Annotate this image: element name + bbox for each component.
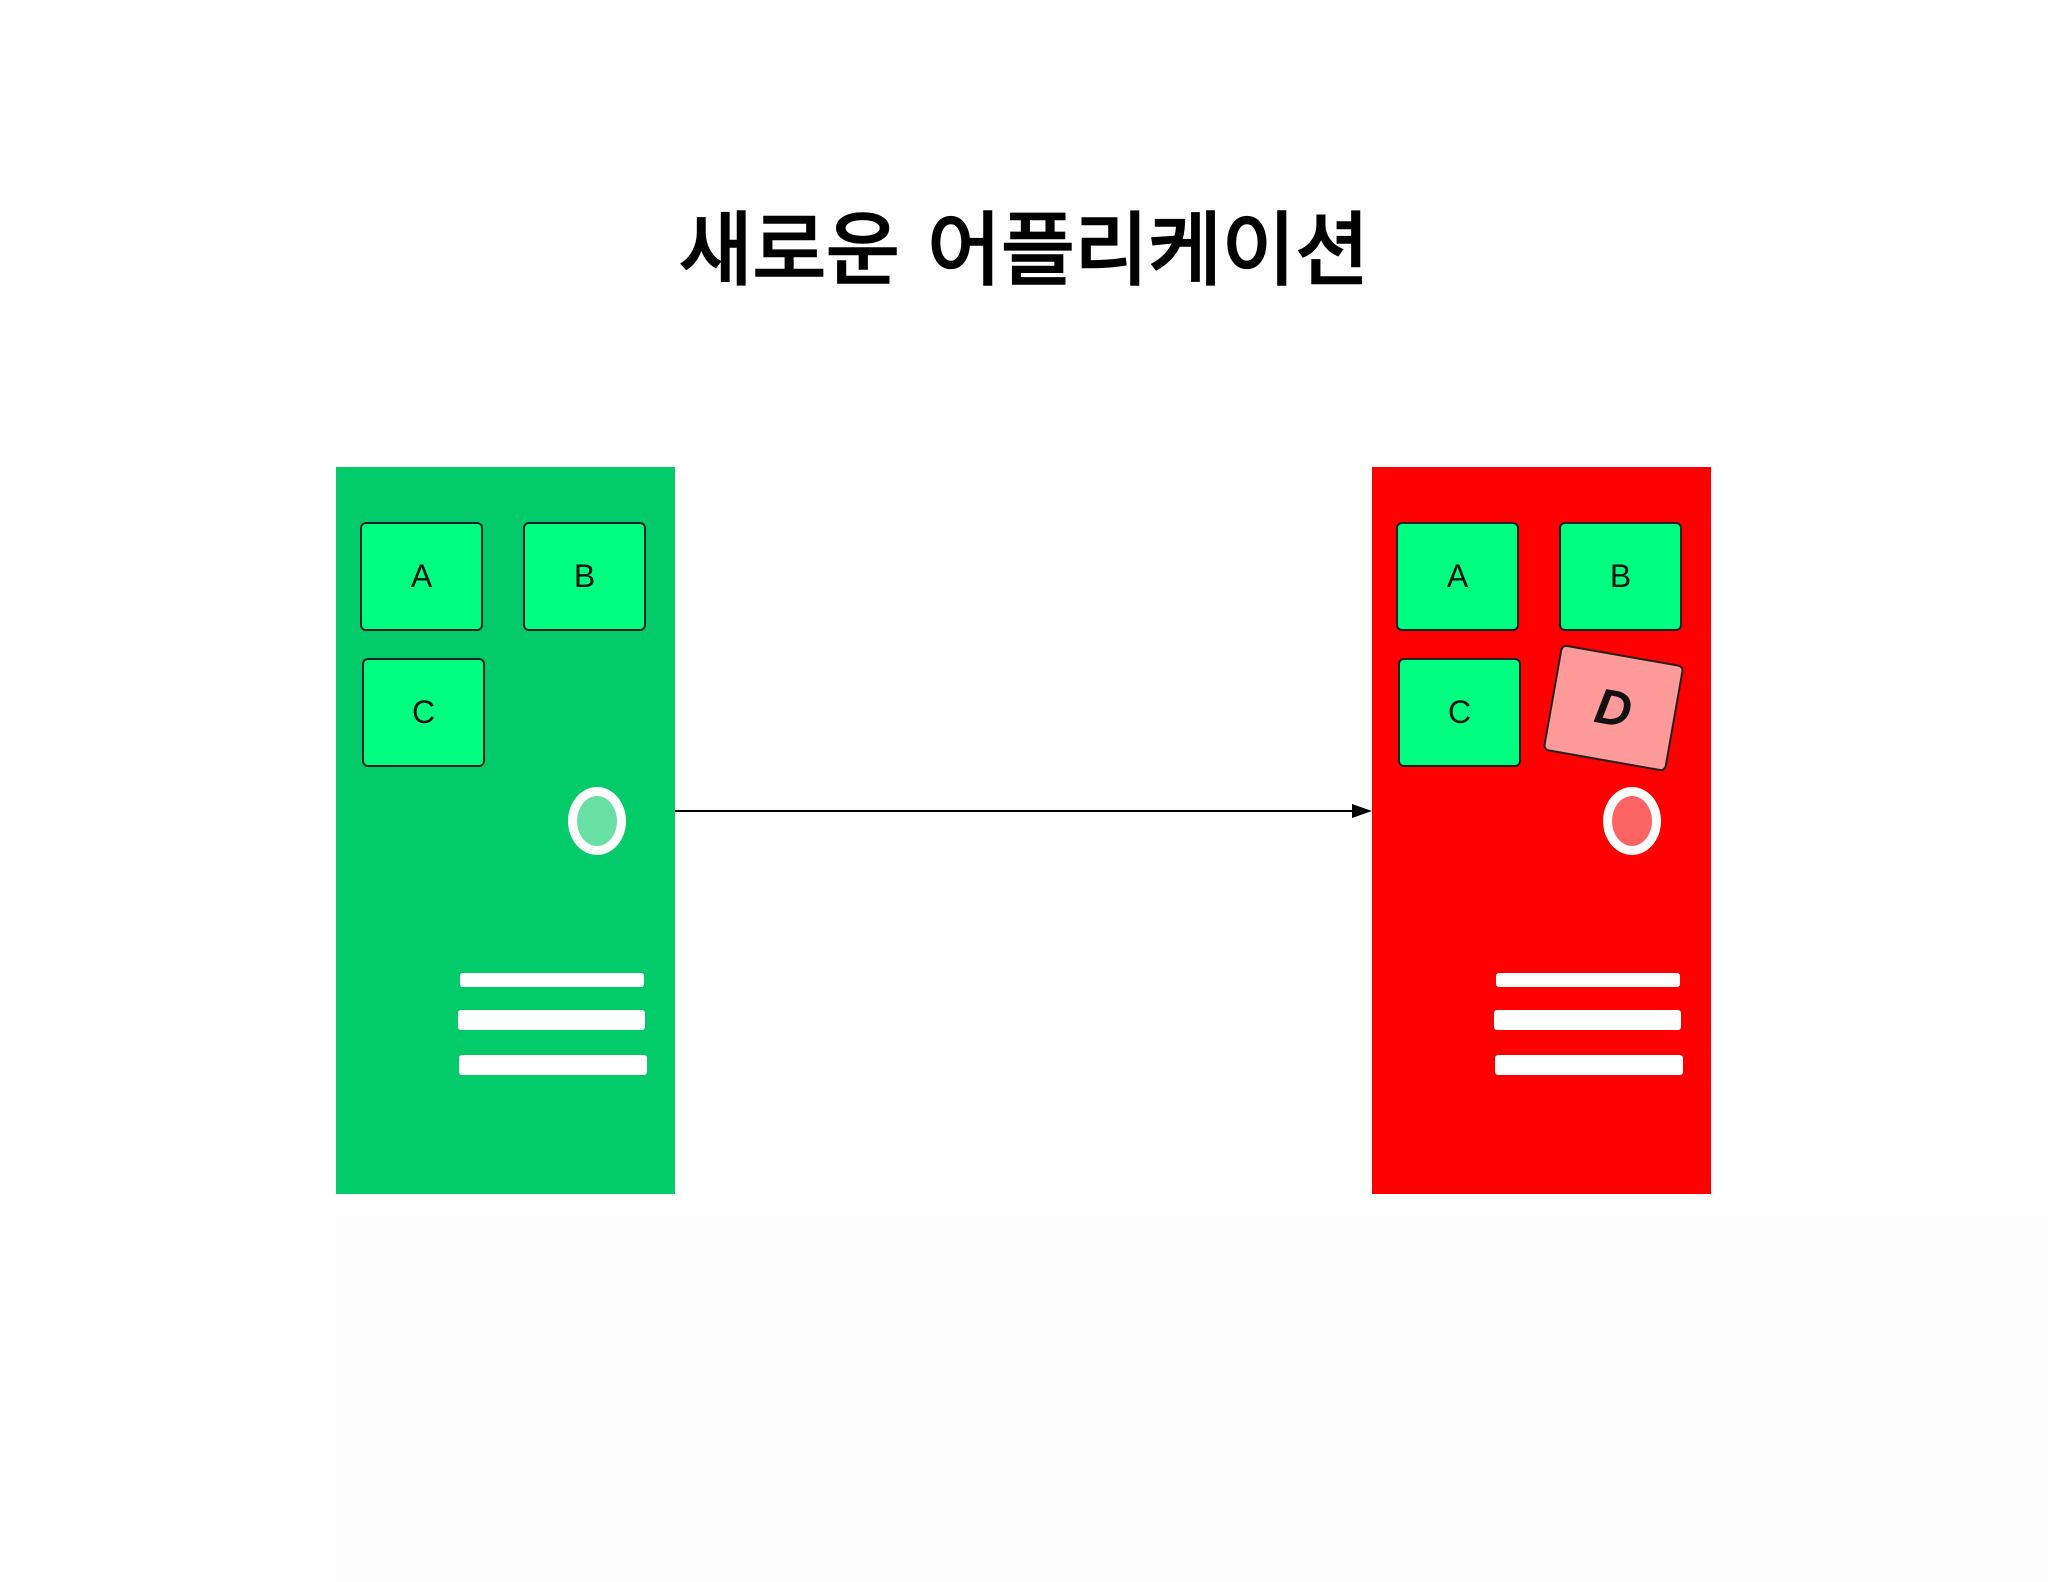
vent-line xyxy=(1495,1055,1683,1075)
module-a: A xyxy=(360,522,483,631)
vent-line xyxy=(1494,1010,1681,1030)
server-failing: A B C D xyxy=(1372,467,1711,1194)
vent-line xyxy=(460,973,644,987)
module-c: C xyxy=(1398,658,1521,767)
server-healthy: A B C xyxy=(336,467,675,1194)
module-b: B xyxy=(523,522,646,631)
status-light xyxy=(568,787,626,855)
module-a: A xyxy=(1396,522,1519,631)
vent-line xyxy=(1496,973,1680,987)
background-panel xyxy=(336,1215,2048,1582)
vent-line xyxy=(458,1010,645,1030)
connector-arrow xyxy=(675,804,1372,818)
page-title: 새로운 어플리케이션 xyxy=(678,204,1370,297)
vent-line xyxy=(459,1055,647,1075)
module-c: C xyxy=(362,658,485,767)
module-b: B xyxy=(1559,522,1682,631)
status-light xyxy=(1603,787,1661,855)
module-d-new: D xyxy=(1542,643,1685,773)
